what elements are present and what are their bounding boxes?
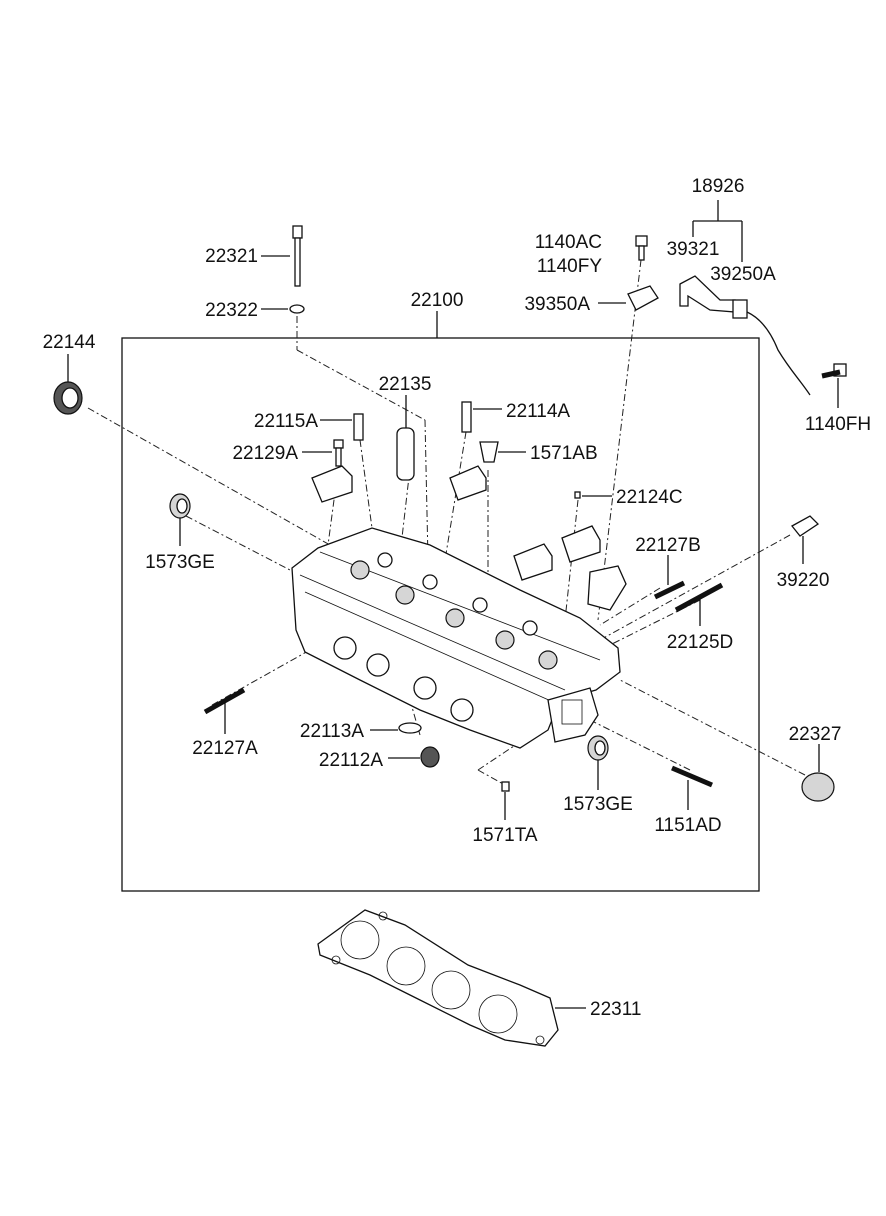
label-1573GE-right: 1573GE [563, 794, 633, 815]
label-22127A: 22127A [192, 738, 258, 759]
label-22311: 22311 [590, 999, 641, 1020]
label-22124C: 22124C [616, 487, 683, 508]
label-1140FY: 1140FY [537, 256, 602, 277]
label-22112A: 22112A [319, 750, 383, 771]
leader-lines [67, 200, 839, 1009]
cylinder-head [291, 527, 621, 749]
part-labels: 18926 22321 1140AC 1140FY 39321 39250A 2… [43, 176, 872, 1020]
label-39250A: 39250A [710, 264, 776, 285]
label-1140AC: 1140AC [535, 232, 602, 253]
assembly-frame [121, 337, 760, 892]
label-1573GE-left: 1573GE [145, 552, 215, 573]
label-22113A: 22113A [300, 721, 364, 742]
label-22115A: 22115A [254, 411, 318, 432]
label-22144: 22144 [43, 332, 96, 353]
head-gasket [317, 909, 559, 1047]
small-parts [53, 225, 847, 802]
label-39321: 39321 [667, 239, 720, 260]
label-22127B: 22127B [635, 535, 701, 556]
label-22322: 22322 [205, 300, 258, 321]
label-22114A: 22114A [506, 401, 570, 422]
label-22135: 22135 [379, 374, 432, 395]
label-39350A: 39350A [524, 294, 590, 315]
label-22125D: 22125D [667, 632, 734, 653]
label-22129A: 22129A [232, 443, 298, 464]
label-18926: 18926 [692, 176, 745, 197]
label-22100: 22100 [411, 290, 464, 311]
label-1571TA: 1571TA [472, 825, 537, 846]
label-22327: 22327 [789, 724, 842, 745]
label-22321: 22321 [205, 246, 258, 267]
label-39220: 39220 [777, 570, 830, 591]
label-1140FH: 1140FH [805, 414, 871, 435]
guide-lines [87, 259, 806, 786]
label-1571AB: 1571AB [530, 443, 598, 464]
label-1151AD: 1151AD [654, 815, 721, 836]
